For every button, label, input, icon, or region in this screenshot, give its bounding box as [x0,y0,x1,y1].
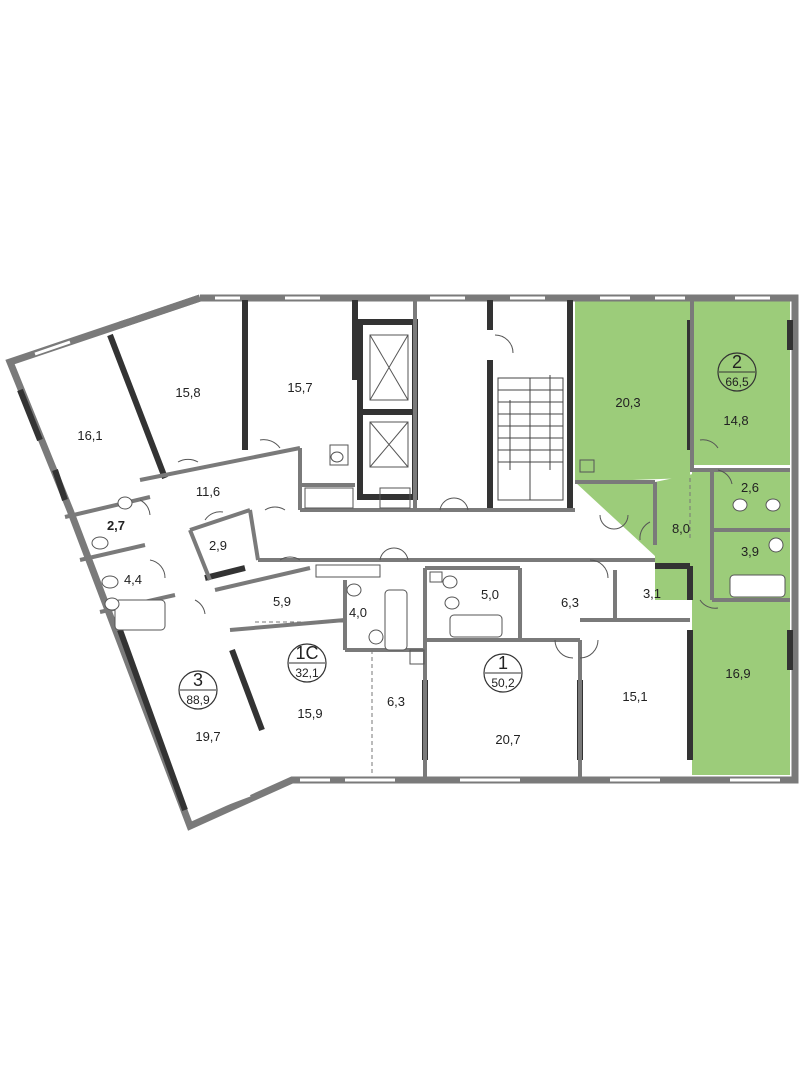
room-area-4-0: 4,0 [349,605,367,620]
room-area-5-9: 5,9 [273,594,291,609]
windows [34,296,780,814]
apartment-badge-1c[interactable]: 1С 32,1 [287,643,327,683]
room-area-20-3: 20,3 [615,395,640,410]
room-labels: 16,1 15,8 15,7 11,6 2,7 4,4 2,9 19,7 5,9… [77,380,759,747]
room-area-14-8: 14,8 [723,413,748,428]
bathtub-3 [114,599,166,631]
apartment-number: 1 [498,653,508,673]
room-area-3-1: 3,1 [643,586,661,601]
toilet-icon [765,498,781,512]
room-area-6-3: 6,3 [387,694,405,709]
room-20-3-fill [575,300,690,482]
toilet-icon [368,629,384,645]
room-area-20-7: 20,7 [495,732,520,747]
sink-icon [732,498,748,512]
interior-walls [64,300,790,780]
room-area-15-1: 15,1 [622,689,647,704]
utility-box [429,571,443,583]
apartment-total-area: 32,1 [295,666,319,680]
bathtub-2 [729,574,786,598]
apartment-badge-2[interactable]: 2 66,5 [717,352,757,392]
apartment-number: 2 [732,352,742,372]
bathtub-1c [384,589,408,651]
apartment-2-highlight[interactable] [575,300,790,775]
apartment-total-area: 66,5 [725,375,749,389]
room-area-4-4: 4,4 [124,572,142,587]
bathtub-1 [449,614,503,638]
room-area-16-1: 16,1 [77,428,102,443]
room-area-2-9: 2,9 [209,538,227,553]
apartment-badge-3[interactable]: 3 88,9 [178,670,218,710]
toilet-icon [101,575,119,589]
outer-walls [5,294,799,831]
room-area-16-9: 16,9 [725,666,750,681]
utility-box [409,649,425,665]
utility-box [315,564,381,578]
room-area-15-8: 15,8 [175,385,200,400]
apartment-number: 1С [295,643,318,663]
utility-box [304,487,354,509]
room-14-8-fill [692,300,790,465]
apartment-badge-1[interactable]: 1 50,2 [483,653,523,693]
utility-box [379,487,411,509]
toilet-icon [768,537,784,553]
room-area-19-7: 19,7 [195,729,220,744]
utility-box [579,459,595,473]
room-area-2-7: 2,7 [107,518,125,533]
elevator-core [357,319,418,500]
toilet-icon [91,536,109,550]
toilet-icon [442,575,458,589]
apartment-total-area: 50,2 [491,676,515,690]
doors [139,334,733,659]
room-area-3-9: 3,9 [741,544,759,559]
sink-icon [104,597,120,611]
utility-box [329,444,349,466]
bathroom-fixtures [91,444,786,665]
room-area-15-9: 15,9 [297,706,322,721]
zone-dividers [255,478,691,775]
room-area-5-0: 5,0 [481,587,499,602]
room-16-9-fill [692,600,790,775]
staircase [497,375,564,501]
sink-icon [444,596,460,610]
room-area-8-0: 8,0 [672,521,690,536]
apartment-number: 3 [193,670,203,690]
room-area-6-3-b: 6,3 [561,595,579,610]
sink-icon [346,583,362,597]
sink-icon [330,451,344,463]
room-area-15-7: 15,7 [287,380,312,395]
apartment-total-area: 88,9 [186,693,210,707]
room-area-11-6: 11,6 [196,484,220,499]
sink-icon [117,496,133,510]
room-area-2-6: 2,6 [741,480,759,495]
